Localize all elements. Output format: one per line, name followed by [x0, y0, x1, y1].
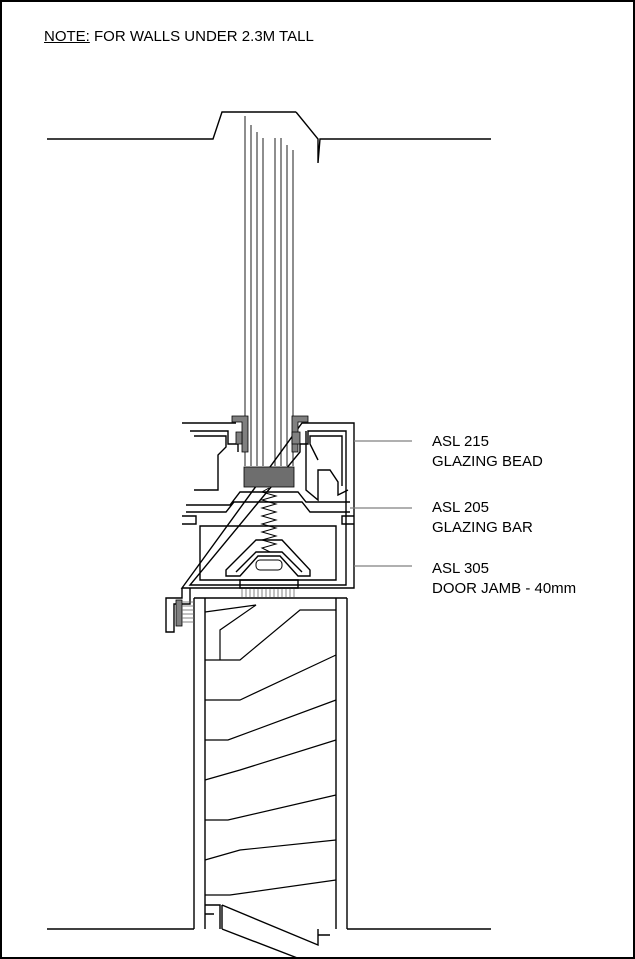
- door-leaf-outline: [193, 597, 348, 929]
- callout-code: ASL 205: [432, 499, 489, 516]
- callout-glazing-bead: ASL 215 GLAZING BEAD: [432, 432, 543, 472]
- leader-lines: [350, 440, 412, 567]
- door-jamb-lip: [165, 588, 191, 633]
- retaining-clip: [225, 539, 311, 577]
- glazing-bead-profile: [180, 422, 355, 589]
- callout-name: DOOR JAMB - 40mm: [432, 580, 577, 597]
- head-ceiling-line: [47, 111, 491, 164]
- glass-pane: [244, 116, 294, 466]
- drawing-note: NOTE: FOR WALLS UNDER 2.3M TALL: [44, 28, 314, 45]
- door-leaf-grain: [204, 604, 337, 896]
- note-prefix: NOTE:: [44, 28, 90, 45]
- note-text: FOR WALLS UNDER 2.3M TALL: [89, 28, 314, 45]
- spring: [260, 487, 278, 553]
- callout-door-jamb: ASL 305 DOOR JAMB - 40mm: [432, 559, 576, 599]
- door-jamb-chamber: [199, 525, 337, 581]
- callout-code: ASL 215: [432, 433, 489, 450]
- brush-seal-side: [175, 599, 194, 627]
- glazing-gaskets: [231, 415, 309, 453]
- glazing-bead-inner: [188, 430, 347, 586]
- left-bead-chamber: [194, 435, 227, 491]
- callout-name: GLAZING BAR: [432, 519, 533, 536]
- right-bead-chamber: [305, 431, 349, 502]
- cushion-pad: [255, 559, 283, 571]
- setting-block: [243, 466, 295, 488]
- threshold-wedge: [221, 904, 330, 959]
- callout-glazing-bar: ASL 205 GLAZING BAR: [432, 498, 533, 538]
- callout-code: ASL 305: [432, 560, 489, 577]
- brush-seal-bottom: [241, 589, 295, 597]
- callout-name: GLAZING BEAD: [432, 453, 543, 470]
